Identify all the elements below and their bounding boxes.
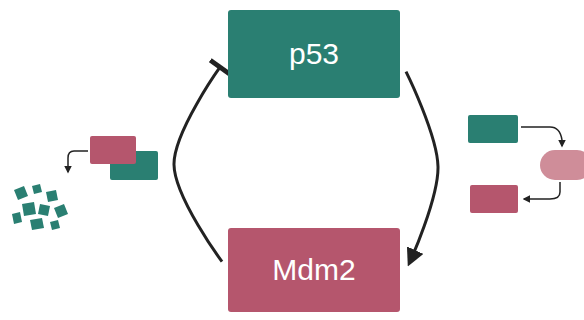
degraded-fragments (12, 184, 68, 230)
degradation-arrow (68, 151, 88, 172)
p53-protein (468, 115, 518, 143)
mdm2-protein (90, 136, 136, 164)
inhibition-arrow (174, 67, 222, 261)
mdm2-gene (540, 150, 584, 180)
expression-arrow (524, 182, 560, 199)
binding-arrow (521, 127, 562, 146)
node-label: Mdm2 (272, 253, 355, 287)
node-label: p53 (289, 37, 339, 71)
protein-box: p53 (228, 10, 400, 98)
activation-arrow (406, 72, 438, 262)
mdm2-protein (470, 185, 518, 213)
protein-box: Mdm2 (228, 228, 400, 312)
